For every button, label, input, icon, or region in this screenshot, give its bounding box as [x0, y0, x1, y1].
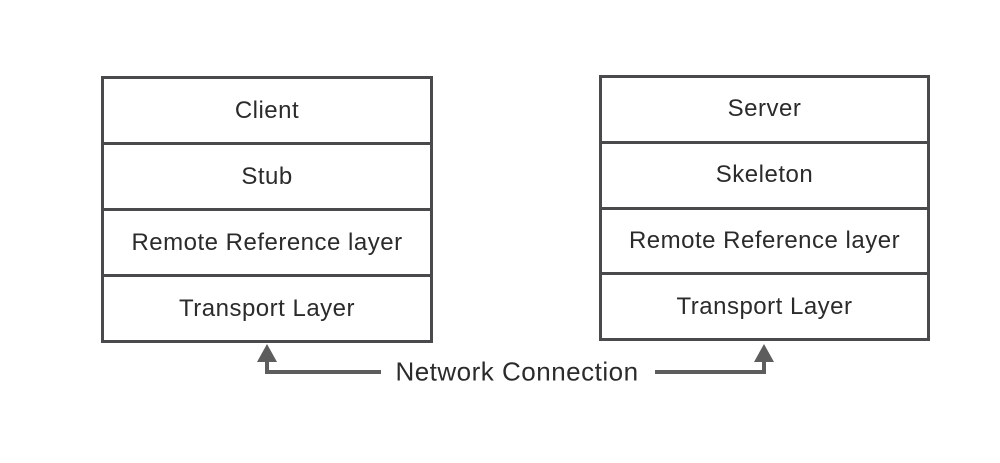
- layer-client-label: Client: [234, 96, 300, 124]
- layer-stub: Stub: [104, 142, 430, 208]
- network-connection-label: Network Connection: [395, 356, 639, 387]
- layer-skeleton: Skeleton: [602, 140, 927, 207]
- layer-transport-right: Transport Layer: [602, 272, 927, 338]
- layer-transport-right-label: Transport Layer: [676, 292, 853, 320]
- layer-remote-reference-right-label: Remote Reference layer: [628, 226, 901, 254]
- layer-skeleton-label: Skeleton: [715, 161, 814, 189]
- layer-remote-reference-left-label: Remote Reference layer: [131, 228, 403, 256]
- layer-stub-label: Stub: [241, 162, 293, 190]
- client-stack: Client Stub Remote Reference layer Trans…: [101, 76, 433, 343]
- layer-client: Client: [104, 79, 430, 142]
- right-up-arrow-icon: [754, 344, 774, 362]
- left-connector-line: [265, 358, 381, 374]
- layer-transport-left: Transport Layer: [104, 274, 430, 340]
- server-stack: Server Skeleton Remote Reference layer T…: [599, 75, 930, 341]
- layer-remote-reference-left: Remote Reference layer: [104, 208, 430, 274]
- left-up-arrow-icon: [257, 344, 277, 362]
- layer-server-label: Server: [727, 95, 802, 123]
- layer-server: Server: [602, 78, 927, 141]
- right-connector-line: [655, 358, 766, 374]
- layer-transport-left-label: Transport Layer: [178, 294, 355, 322]
- layer-remote-reference-right: Remote Reference layer: [602, 206, 927, 273]
